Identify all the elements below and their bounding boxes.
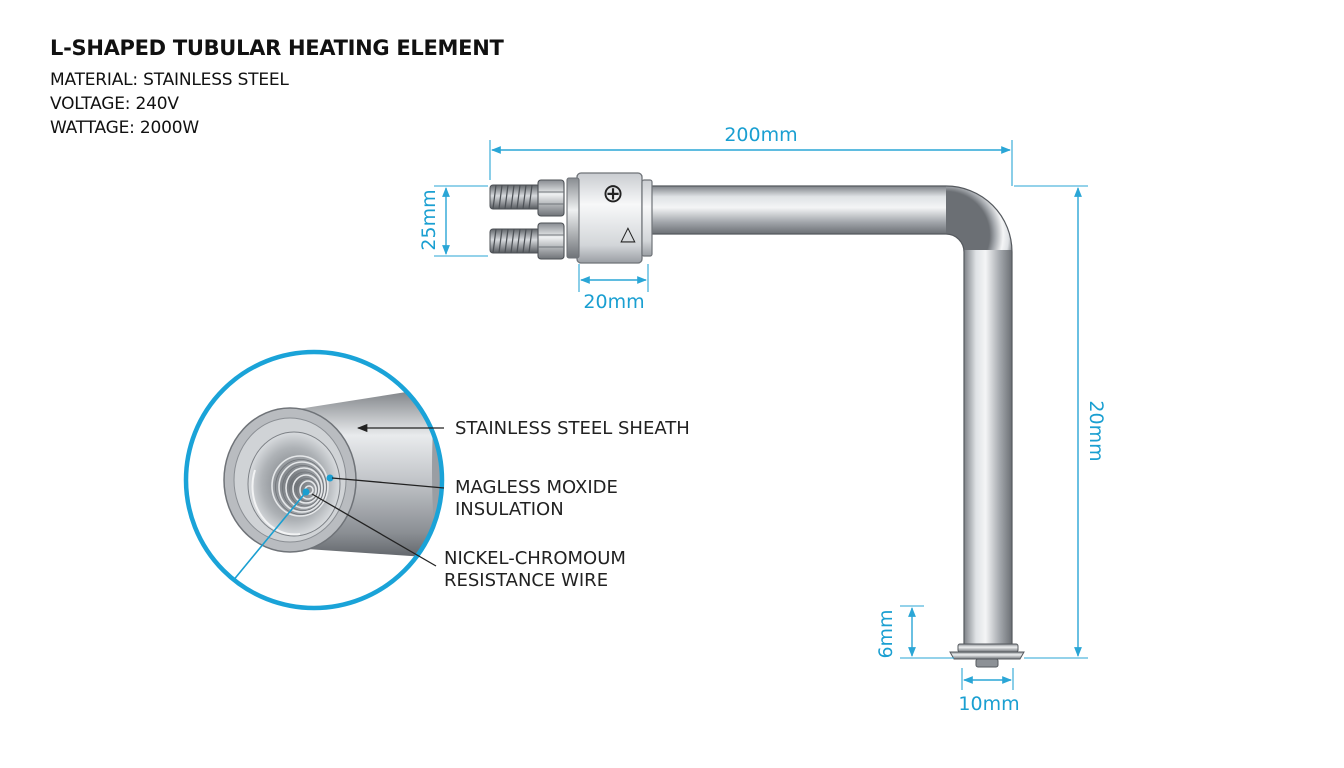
label-insulation-line2: INSULATION	[455, 499, 564, 520]
spec-wattage: WATTAGE: 2000W	[50, 118, 199, 138]
terminal-stud-upper	[489, 179, 565, 217]
end-fitting-flange	[949, 651, 1025, 660]
terminal-stud-lower	[489, 222, 565, 260]
terminal-assembly: ⊕ △	[489, 172, 653, 264]
terminal-nut-lower	[537, 222, 565, 260]
label-insulation-line1: MAGLESS MOXIDE	[455, 477, 618, 498]
diagram-title: L-SHAPED TUBULAR HEATING ELEMENT	[50, 36, 504, 60]
detail-circle-border	[183, 349, 445, 611]
spec-material: MATERIAL: STAINLESS STEEL	[50, 70, 289, 90]
spec-voltage: VOLTAGE: 240V	[50, 94, 179, 114]
dim-label-25mm: 25mm	[418, 189, 440, 250]
end-fitting-nut	[975, 658, 999, 668]
terminal-nut-upper	[537, 179, 565, 217]
tube-vertical	[964, 250, 1012, 650]
dimension-vertical-length: 20mm	[1014, 185, 1107, 659]
dimension-housing-length: 20mm	[578, 264, 649, 313]
terminal-symbol-2: △	[620, 221, 636, 245]
leader-insulation	[331, 477, 445, 489]
dimension-tube-diameter: 10mm	[958, 668, 1020, 715]
dim-label-20mm-housing: 20mm	[583, 291, 644, 313]
label-sheath: STAINLESS STEEL SHEATH	[455, 418, 690, 439]
dim-label-20mm-vertical: 20mm	[1085, 400, 1107, 461]
dim-label-6mm: 6mm	[875, 609, 897, 658]
tube-outline	[646, 185, 1013, 650]
housing-collar-left	[566, 177, 580, 259]
tube-horizontal	[646, 186, 946, 234]
dimension-horizontal-length: 200mm	[489, 124, 1013, 186]
positive-terminal-symbol: ⊕	[602, 179, 624, 209]
dim-label-200mm: 200mm	[724, 124, 797, 146]
callouts: STAINLESS STEEL SHEATH MAGLESS MOXIDE IN…	[311, 418, 690, 591]
tube-bend	[946, 186, 1012, 252]
leader-wire	[311, 493, 437, 567]
end-fitting-collar	[957, 643, 1019, 653]
heating-tube	[646, 185, 1025, 668]
housing-flange	[641, 179, 653, 257]
dimension-end-fitting: 6mm	[875, 605, 954, 659]
dim-label-10mm: 10mm	[958, 693, 1019, 715]
wire-indicator-line	[231, 491, 307, 583]
label-wire-line2: RESISTANCE WIRE	[444, 570, 608, 591]
label-wire-line1: NICKEL-CHROMOUM	[444, 548, 626, 569]
cross-section-detail	[183, 349, 445, 611]
dimension-terminal-spacing: 25mm	[418, 185, 488, 257]
resistance-wire-coil	[271, 455, 329, 517]
spec-block: L-SHAPED TUBULAR HEATING ELEMENT MATERIA…	[50, 36, 504, 140]
